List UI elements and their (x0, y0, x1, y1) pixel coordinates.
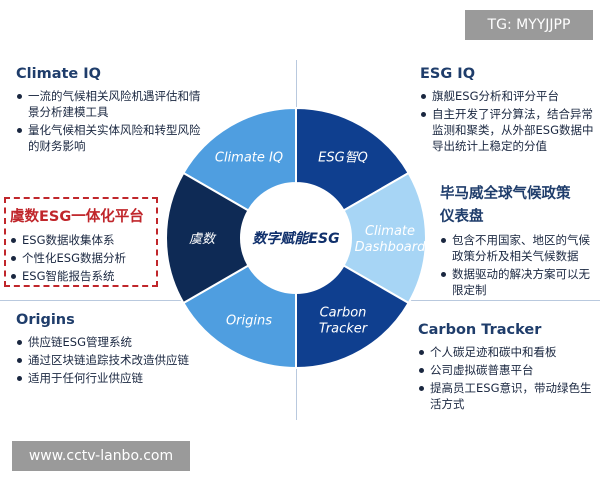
panel-title-esg-iq: ESG IQ (420, 66, 476, 82)
wheel-label-line: ESG智Q (318, 151, 368, 166)
panel-list-carbon-tracker: 个人碳足迹和碳中和看板公司虚拟碳普惠平台提高员工ESG意识，带动绿色生活方式 (418, 344, 593, 412)
panel-item: 供应链ESG管理系统 (16, 334, 206, 350)
panel-item: 旗舰ESG分析和评分平台 (420, 88, 595, 104)
panel-list-esg-iq: 旗舰ESG分析和评分平台自主开发了评分算法，结合异常监测和聚类，从外部ESG数据… (420, 88, 595, 154)
panel-item: 个人碳足迹和碳中和看板 (418, 344, 593, 360)
panel-origins: Origins 供应链ESG管理系统通过区块链追踪技术改造供应链适用于任何行业供… (16, 312, 206, 388)
panel-title-yushu: 虞数ESG一体化平台 (10, 209, 144, 225)
wheel-label-line: Origins (226, 313, 272, 328)
panel-list-origins: 供应链ESG管理系统通过区块链追踪技术改造供应链适用于任何行业供应链 (16, 334, 206, 386)
wheel-center-label: 数字赋能ESG (252, 230, 339, 247)
panel-dashboard: 毕马威全球气候政策 仪表盘 包含不用国家、地区的气候政策分析及相关气候数据数据驱… (440, 182, 595, 300)
panel-item: 包含不用国家、地区的气候政策分析及相关气候数据 (440, 232, 595, 264)
panel-item: 一流的气候相关风险机遇评估和情景分析建模工具 (16, 88, 206, 120)
panel-item: 个性化ESG数据分析 (10, 250, 158, 266)
panel-title-origins: Origins (16, 312, 75, 328)
panel-item: 公司虚拟碳普惠平台 (418, 362, 593, 378)
wheel-label-origins: Origins (226, 313, 272, 328)
panel-item: ESG数据收集体系 (10, 232, 158, 248)
panel-climate-iq: Climate IQ 一流的气候相关风险机遇评估和情景分析建模工具量化气候相关实… (16, 66, 206, 156)
panel-title-carbon-tracker: Carbon Tracker (418, 322, 542, 338)
panel-item: 量化气候相关实体风险和转型风险的财务影响 (16, 122, 206, 154)
panel-title-dashboard-line1: 毕马威全球气候政策 (440, 186, 571, 202)
panel-title-climate-iq: Climate IQ (16, 66, 102, 82)
wheel-label-line: Tracker (319, 321, 369, 336)
panel-item: 适用于任何行业供应链 (16, 370, 206, 386)
panel-carbon-tracker: Carbon Tracker 个人碳足迹和碳中和看板公司虚拟碳普惠平台提高员工E… (418, 322, 593, 414)
highlight-dashed-box (4, 197, 158, 287)
panel-list-dashboard: 包含不用国家、地区的气候政策分析及相关气候数据数据驱动的解决方案可以无限定制 (440, 232, 595, 298)
panel-title-dashboard-line2: 仪表盘 (440, 209, 484, 225)
panel-yushu: 虞数ESG一体化平台 ESG数据收集体系个性化ESG数据分析 ESG智能报告系统 (10, 205, 158, 286)
watermark-top: TG: MYYJJPP (465, 10, 593, 40)
wheel-center-circle (241, 183, 351, 293)
panel-item: 通过区块链追踪技术改造供应链 (16, 352, 206, 368)
panel-list-climate-iq: 一流的气候相关风险机遇评估和情景分析建模工具量化气候相关实体风险和转型风险的财务… (16, 88, 206, 154)
watermark-bottom: www.cctv-lanbo.com (12, 441, 190, 471)
wheel-label-line: Climate IQ (215, 151, 283, 166)
panel-esg-iq: ESG IQ 旗舰ESG分析和评分平台自主开发了评分算法，结合异常监测和聚类，从… (420, 66, 595, 156)
panel-item: 自主开发了评分算法，结合异常监测和聚类，从外部ESG数据中导出统计上稳定的分值 (420, 106, 595, 154)
panel-item: 数据驱动的解决方案可以无限定制 (440, 266, 595, 298)
wheel-label-line: Climate (365, 224, 415, 239)
wheel-label-climate-iq: Climate IQ (215, 151, 283, 166)
wheel-label-line: Carbon (320, 305, 367, 320)
wheel-label-yushu: 虞数 (189, 232, 217, 247)
wheel-label-line: Dashboard (355, 240, 427, 255)
wheel-label-line: 虞数 (189, 232, 217, 247)
panel-list-yushu: ESG数据收集体系个性化ESG数据分析 ESG智能报告系统 (10, 232, 158, 284)
panel-item: 提高员工ESG意识，带动绿色生活方式 (418, 380, 593, 412)
panel-item: ESG智能报告系统 (10, 268, 158, 284)
wheel-label-esg-iq: ESG智Q (318, 151, 368, 166)
